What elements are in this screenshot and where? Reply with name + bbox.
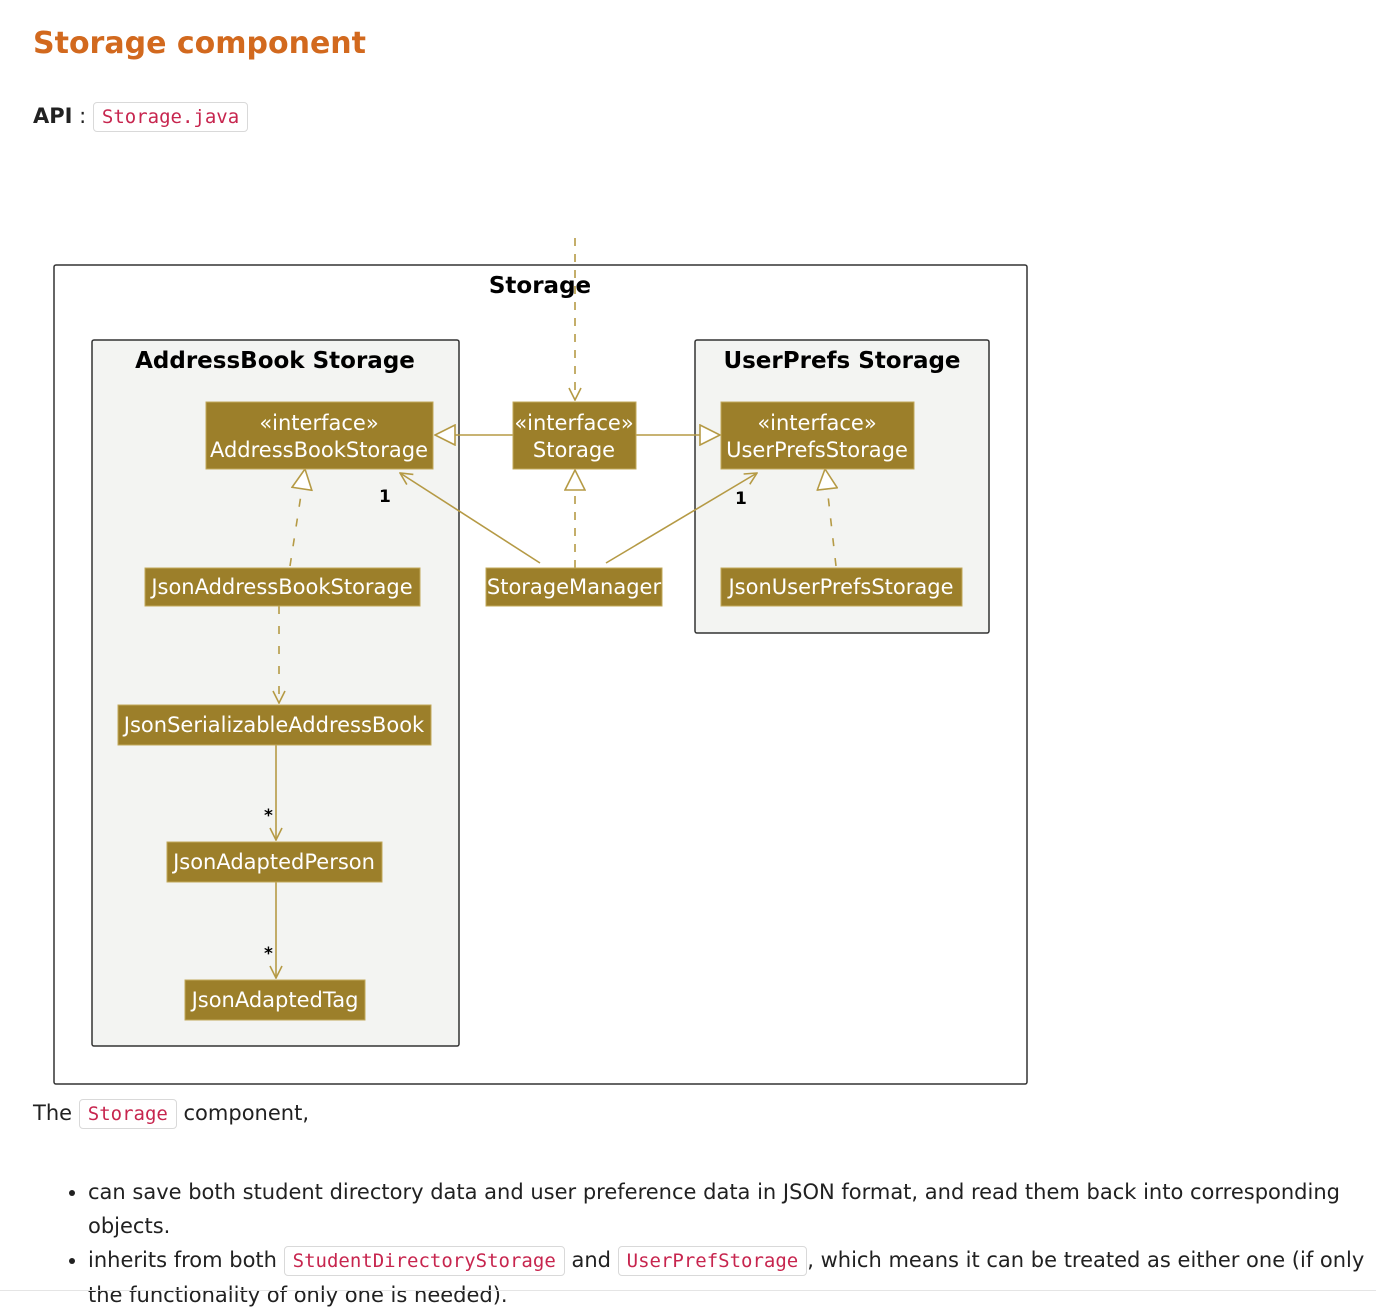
intro-suffix: component, — [183, 1101, 309, 1125]
intro-code-storage: Storage — [78, 1099, 177, 1129]
class-jsonuserprefsstorage[interactable]: JsonUserPrefsStorage — [720, 567, 963, 607]
class-jsonadaptedtag[interactable]: JsonAdaptedTag — [184, 979, 366, 1021]
multiplicity-tags: * — [264, 944, 273, 964]
userprefsstorage-name: UserPrefsStorage — [726, 438, 908, 462]
userprefsstorage-stereotype: «interface» — [757, 411, 876, 435]
class-addressbookstorage[interactable]: «interface» AddressBookStorage — [205, 401, 434, 470]
intro-prefix: The — [33, 1101, 73, 1125]
storagemanager-to-addressbookstorage — [400, 473, 541, 564]
bullet-inherits: inherits from both StudentDirectoryStora… — [88, 1243, 1376, 1312]
jsonuserprefsstorage-implements — [825, 469, 836, 567]
storage-name: Storage — [533, 438, 615, 462]
jsonserializableaddressbook-name: JsonSerializableAddressBook — [122, 713, 425, 737]
api-separator: : — [79, 104, 87, 128]
storage-class-diagram: Storage AddressBook Storage UserPrefs St… — [53, 238, 1028, 1085]
storagemanager-name: StorageManager — [487, 575, 662, 599]
class-jsonadaptedperson[interactable]: JsonAdaptedPerson — [166, 841, 383, 883]
storagemanager-to-userprefsstorage — [605, 473, 757, 564]
code-studentdirectorystorage: StudentDirectoryStorage — [283, 1246, 565, 1276]
userprefs-package-title: UserPrefs Storage — [723, 348, 960, 374]
page-title: Storage component — [33, 26, 367, 61]
bullet-inherits-pre: inherits from both — [88, 1248, 277, 1272]
api-label: API — [33, 104, 73, 128]
api-line: API : Storage.java — [33, 102, 249, 132]
multiplicity-addressbook: 1 — [379, 487, 391, 507]
class-storagemanager[interactable]: StorageManager — [485, 567, 663, 607]
jsonaddressbookstorage-name: JsonAddressBookStorage — [149, 575, 412, 599]
jsonaddressbookstorage-implements — [289, 469, 305, 567]
addressbook-package-title: AddressBook Storage — [135, 348, 415, 374]
class-jsonserializableaddressbook[interactable]: JsonSerializableAddressBook — [117, 704, 432, 746]
storage-intro: The Storage component, — [33, 1099, 309, 1129]
class-jsonaddressbookstorage[interactable]: JsonAddressBookStorage — [144, 567, 421, 607]
multiplicity-userprefs: 1 — [735, 489, 747, 509]
storage-package-title: Storage — [489, 273, 591, 299]
multiplicity-persons: * — [264, 806, 273, 826]
bottom-divider — [0, 1290, 1376, 1291]
class-storage[interactable]: «interface» Storage — [512, 401, 637, 470]
storage-bullet-list: can save both student directory data and… — [30, 1175, 1376, 1312]
jsonuserprefsstorage-name: JsonUserPrefsStorage — [726, 575, 953, 599]
class-userprefsstorage[interactable]: «interface» UserPrefsStorage — [720, 401, 915, 470]
bullet-inherits-mid: and — [571, 1248, 611, 1272]
api-link[interactable]: Storage.java — [92, 102, 249, 132]
storage-stereotype: «interface» — [514, 411, 633, 435]
addressbookstorage-stereotype: «interface» — [259, 411, 378, 435]
addressbookstorage-name: AddressBookStorage — [210, 438, 428, 462]
code-userprefstorage: UserPrefStorage — [617, 1246, 808, 1276]
jsonadaptedtag-name: JsonAdaptedTag — [190, 988, 359, 1012]
bullet-save-json-text: can save both student directory data and… — [88, 1180, 1340, 1238]
jsonadaptedperson-name: JsonAdaptedPerson — [171, 850, 375, 874]
bullet-save-json: can save both student directory data and… — [88, 1175, 1376, 1243]
